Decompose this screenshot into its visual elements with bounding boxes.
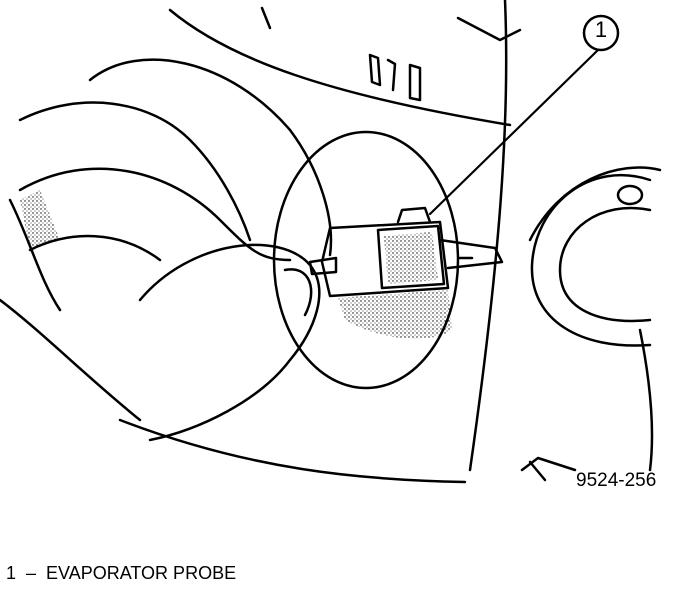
connector-tab (308, 256, 338, 276)
callout-leader (428, 48, 600, 216)
housing-edge-lower (118, 418, 467, 484)
figure-number: 9524-256 (576, 470, 657, 491)
connector-face (376, 224, 446, 290)
housing-opening (272, 130, 460, 390)
callout-number: 1 (594, 17, 608, 42)
duct-outer (530, 174, 652, 347)
figure-leader-tick (528, 460, 547, 482)
figure-leader (520, 456, 577, 472)
housing-edge-right (468, 0, 508, 472)
thumb-nail (283, 268, 313, 317)
connector-body (320, 220, 450, 298)
callout-circle (582, 14, 620, 52)
connector-latch (396, 206, 432, 224)
connector-shading (384, 232, 438, 284)
finger-top-knuckle (18, 101, 252, 242)
duct-inner (558, 206, 652, 323)
housing-clip-1 (368, 53, 382, 87)
finger-upper (88, 58, 333, 257)
duct-rim (528, 166, 662, 242)
housing-edge-upper (168, 8, 512, 127)
legend-number: 1 (6, 563, 17, 583)
housing-clip-2 (408, 63, 422, 102)
legend-separator: – (26, 563, 37, 583)
finger-middle (18, 167, 292, 262)
legend-item: 1–EVAPORATOR PROBE (6, 563, 236, 584)
housing-clip-3 (386, 58, 397, 92)
top-vent-left (260, 6, 272, 30)
legend-label: EVAPORATOR PROBE (46, 563, 237, 583)
shadow-shading (338, 290, 452, 339)
top-vent-right (456, 16, 522, 42)
thumb-outline (138, 243, 321, 442)
finger-shading (20, 190, 60, 250)
probe-stem (438, 238, 504, 270)
wrist-line (8, 198, 62, 312)
duct-lower-edge (638, 328, 654, 472)
duct-port (616, 184, 644, 206)
wrist-edge (0, 298, 142, 422)
